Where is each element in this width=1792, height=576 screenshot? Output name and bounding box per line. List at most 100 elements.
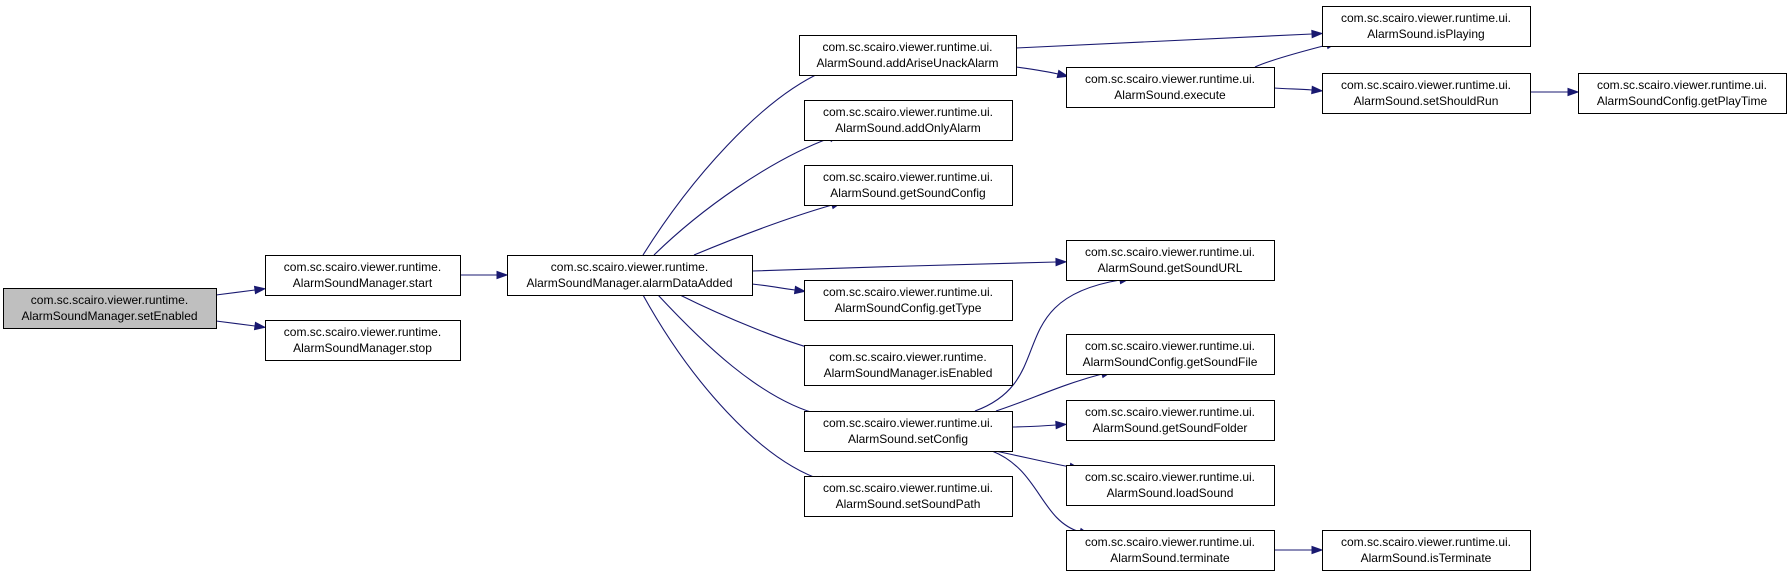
- node-label-line1: com.sc.scairo.viewer.runtime.ui.: [1085, 245, 1255, 259]
- node-box: [1066, 334, 1275, 375]
- edge-n16-to-n19: [1273, 545, 1324, 555]
- node-alarmsound-getsoundconfig[interactable]: com.sc.scairo.viewer.runtime.ui. AlarmSou…: [804, 165, 1013, 206]
- node-label-line2: AlarmSoundConfig.getPlayTime: [1597, 94, 1768, 108]
- node-label-line1: com.sc.scairo.viewer.runtime.ui.: [1085, 72, 1255, 86]
- node-box: [1322, 73, 1531, 114]
- node-label-line1: com.sc.scairo.viewer.runtime.ui.: [1341, 535, 1511, 549]
- edge-n3-to-n4: [642, 67, 833, 256]
- arrowhead-icon: [253, 285, 267, 295]
- edge-n18-to-n20: [1530, 87, 1580, 97]
- node-label-line1: com.sc.scairo.viewer.runtime.: [284, 325, 441, 339]
- node-label-line2: AlarmSound.addAriseUnackAlarm: [816, 56, 998, 70]
- node-alarmsound-setsoundpath[interactable]: com.sc.scairo.viewer.runtime.ui.AlarmSou…: [804, 476, 1013, 517]
- edge-line: [991, 450, 1081, 533]
- node-label-line2: AlarmSound.setConfig: [848, 432, 968, 446]
- node-box: [804, 345, 1013, 386]
- node-box: [507, 255, 753, 296]
- node-label-line2: AlarmSound.getSoundURL: [1098, 261, 1243, 275]
- node-label-line1: com.sc.scairo.viewer.runtime.: [31, 293, 188, 307]
- node-label-line2: AlarmSound.setShouldRun: [1354, 94, 1499, 108]
- node-label-line2: AlarmSoundManager.start: [293, 276, 433, 290]
- call-nodes: com.sc.scairo.viewer.runtime. AlarmSoundM…: [3, 6, 1787, 571]
- arrowhead-icon: [1311, 85, 1324, 95]
- node-alarmsound-getsoundurl[interactable]: com.sc.scairo.viewer.runtime.ui. AlarmSou…: [1066, 240, 1275, 281]
- edge-n3-to-n10: [642, 294, 833, 484]
- node-label-line2: AlarmSoundManager.isEnabled: [824, 366, 993, 380]
- arrowhead-icon: [253, 321, 267, 331]
- node-alarmsoundmanager-setenabled[interactable]: com.sc.scairo.viewer.runtime. AlarmSoundM…: [3, 288, 217, 329]
- node-box: [1066, 400, 1275, 441]
- node-label-line2: AlarmSound.getSoundFolder: [1093, 421, 1248, 435]
- node-alarmsound-getsoundfolder[interactable]: com.sc.scairo.viewer.runtime.ui.AlarmSou…: [1066, 400, 1275, 441]
- arrowhead-icon: [1056, 69, 1070, 79]
- node-label-line2: AlarmSound.setSoundPath: [836, 497, 981, 511]
- node-alarmsound-loadsound[interactable]: com.sc.scairo.viewer.runtime.ui.AlarmSou…: [1066, 465, 1275, 506]
- node-box: [1066, 530, 1275, 571]
- node-alarmsound-isterminate[interactable]: com.sc.scairo.viewer.runtime.ui.AlarmSou…: [1322, 530, 1531, 571]
- arrowhead-icon: [496, 270, 509, 280]
- node-label-line1: com.sc.scairo.viewer.runtime.ui.: [1597, 78, 1767, 92]
- edge-line: [657, 294, 822, 416]
- edge-line: [1273, 87, 1313, 91]
- node-label-line1: com.sc.scairo.viewer.runtime.ui.: [1085, 470, 1255, 484]
- node-box: [804, 476, 1013, 517]
- node-label-line2: AlarmSound.terminate: [1110, 551, 1230, 565]
- arrowhead-icon: [793, 285, 807, 295]
- edge-line: [653, 137, 831, 256]
- edge-n0-to-n1: [215, 285, 267, 296]
- arrowhead-icon: [1055, 420, 1068, 430]
- node-label-line2: AlarmSoundConfig.getSoundFile: [1083, 355, 1258, 369]
- arrowhead-icon: [1567, 87, 1580, 97]
- edge-line: [1015, 33, 1313, 49]
- node-label-line1: com.sc.scairo.viewer.runtime.ui.: [1341, 78, 1511, 92]
- edge-n4-to-n11: [1015, 66, 1070, 79]
- edge-n3-to-n7: [751, 283, 807, 295]
- node-label-line1: com.sc.scairo.viewer.runtime.ui.: [1341, 11, 1511, 25]
- node-label-line1: com.sc.scairo.viewer.runtime.ui.: [823, 416, 993, 430]
- node-alarmsound-terminate[interactable]: com.sc.scairo.viewer.runtime.ui.AlarmSou…: [1066, 530, 1275, 571]
- node-alarmsound-addonlyalarm[interactable]: com.sc.scairo.viewer.runtime.ui.AlarmSou…: [804, 100, 1013, 141]
- arrowhead-icon: [1055, 257, 1068, 267]
- node-box: [265, 255, 461, 296]
- node-alarmsoundconfig-gettype[interactable]: com.sc.scairo.viewer.runtime.ui. AlarmSou…: [804, 280, 1013, 321]
- node-label-line1: com.sc.scairo.viewer.runtime.ui.: [823, 170, 993, 184]
- node-alarmsoundmanager-isenabled[interactable]: com.sc.scairo.viewer.runtime. AlarmSoundM…: [804, 345, 1013, 386]
- node-alarmsound-execute[interactable]: com.sc.scairo.viewer.runtime.ui.AlarmSou…: [1066, 67, 1275, 108]
- node-alarmsound-isplaying[interactable]: com.sc.scairo.viewer.runtime.ui. AlarmSou…: [1322, 6, 1531, 47]
- node-box: [804, 280, 1013, 321]
- node-alarmsoundmanager-alarmdataadded[interactable]: com.sc.scairo.viewer.runtime.AlarmSoundM…: [507, 255, 753, 296]
- edge-line: [974, 279, 1121, 412]
- node-alarmsound-addariseunackalarm[interactable]: com.sc.scairo.viewer.runtime.ui.AlarmSou…: [799, 35, 1017, 76]
- node-label-line2: AlarmSoundConfig.getType: [835, 301, 982, 315]
- edge-line: [215, 320, 256, 327]
- node-alarmsoundconfig-getsoundfile[interactable]: com.sc.scairo.viewer.runtime.ui.AlarmSou…: [1066, 334, 1275, 375]
- node-label-line2: AlarmSoundManager.setEnabled: [21, 309, 197, 323]
- edge-line: [751, 283, 796, 291]
- node-alarmsoundmanager-start[interactable]: com.sc.scairo.viewer.runtime. AlarmSoundM…: [265, 255, 461, 296]
- edge-n4-to-n17: [1015, 29, 1324, 49]
- node-alarmsound-setshouldrun[interactable]: com.sc.scairo.viewer.runtime.ui. AlarmSou…: [1322, 73, 1531, 114]
- edge-line: [1254, 44, 1328, 68]
- node-alarmsoundmanager-stop[interactable]: com.sc.scairo.viewer.runtime.AlarmSoundM…: [265, 320, 461, 361]
- node-label-line1: com.sc.scairo.viewer.runtime.: [829, 350, 986, 364]
- edge-n1-to-n3: [459, 270, 509, 280]
- arrowhead-icon: [1311, 29, 1324, 39]
- edge-line: [1015, 66, 1059, 75]
- node-label-line2: AlarmSound.getSoundConfig: [830, 186, 985, 200]
- node-box: [1578, 73, 1787, 114]
- node-box: [1322, 530, 1531, 571]
- edge-n0-to-n2: [215, 320, 267, 331]
- node-label-line2: AlarmSound.isPlaying: [1367, 27, 1484, 41]
- edge-n9-to-n14: [1011, 420, 1068, 430]
- node-alarmsoundconfig-getplaytime[interactable]: com.sc.scairo.viewer.runtime.ui. AlarmSou…: [1578, 73, 1787, 114]
- edge-line: [642, 71, 823, 256]
- edge-n11-to-n18: [1273, 85, 1324, 95]
- node-label-line1: com.sc.scairo.viewer.runtime.: [284, 260, 441, 274]
- edge-line: [693, 204, 833, 256]
- node-box: [1066, 465, 1275, 506]
- node-alarmsound-setconfig[interactable]: com.sc.scairo.viewer.runtime.ui. AlarmSou…: [804, 411, 1013, 452]
- node-label-line1: com.sc.scairo.viewer.runtime.ui.: [823, 285, 993, 299]
- node-box: [804, 100, 1013, 141]
- node-box: [804, 411, 1013, 452]
- node-label-line1: com.sc.scairo.viewer.runtime.: [551, 260, 708, 274]
